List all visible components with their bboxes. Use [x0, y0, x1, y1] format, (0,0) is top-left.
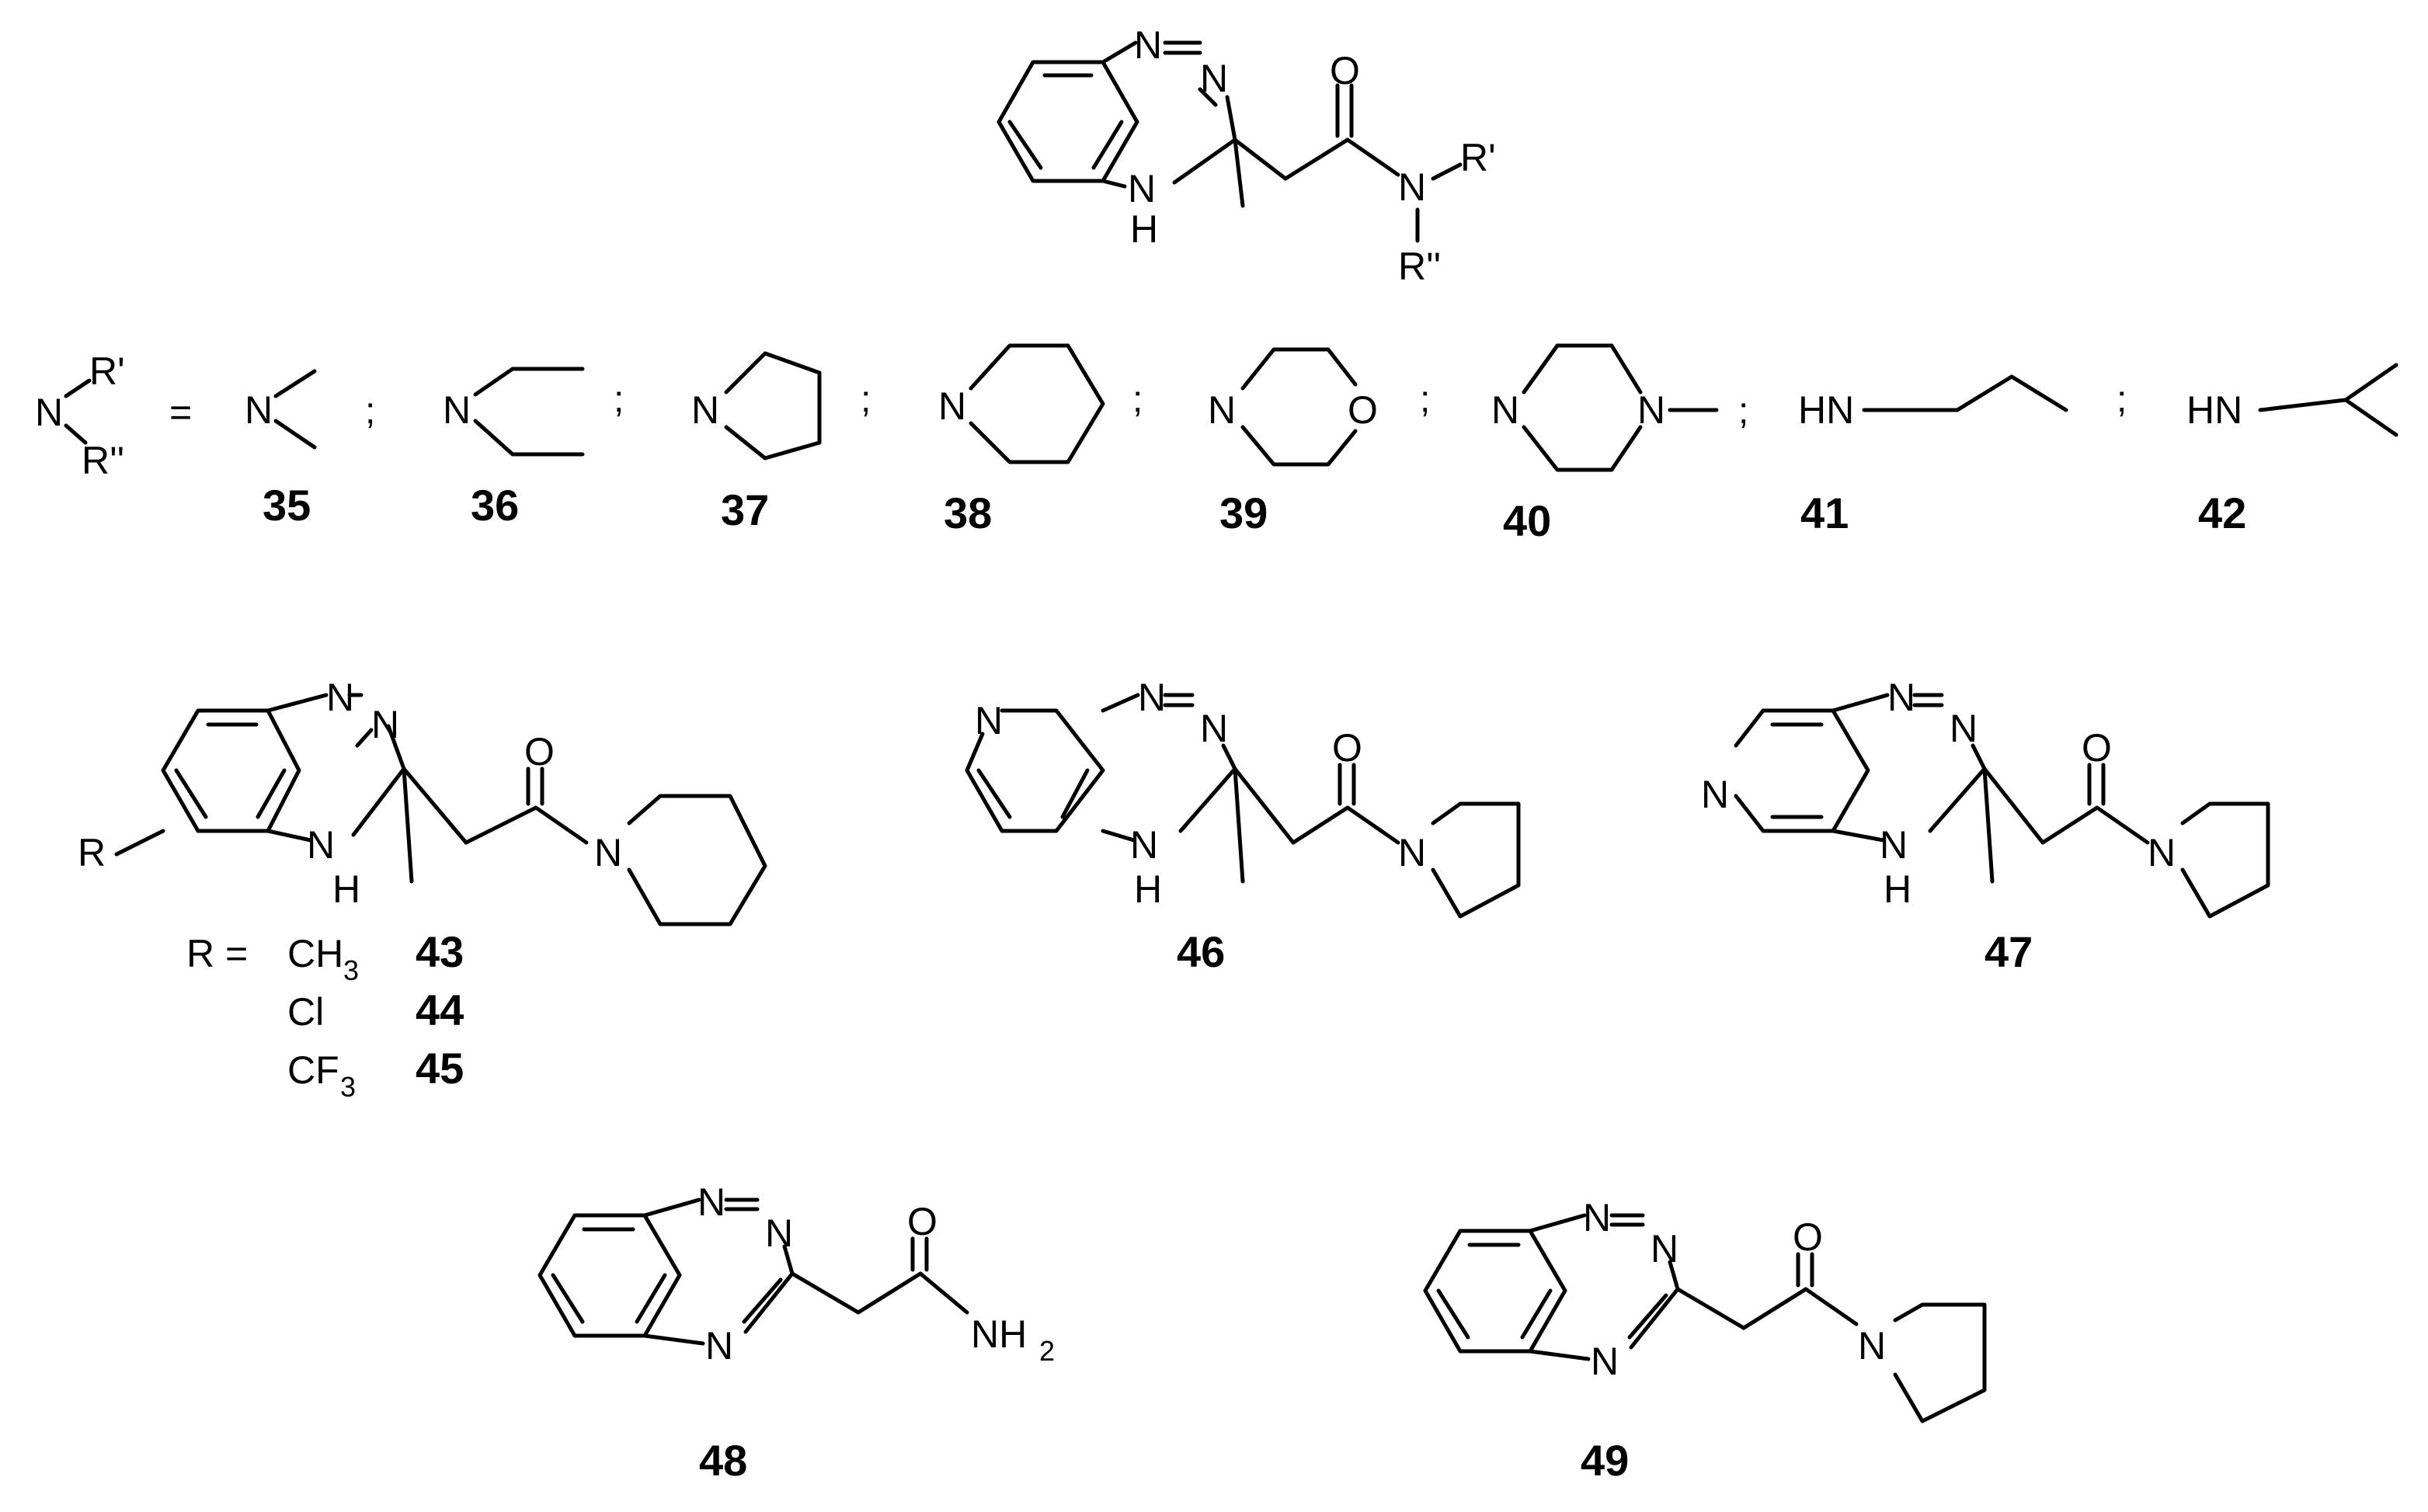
separator: ; [614, 379, 624, 420]
atom-n: N [691, 388, 719, 432]
atom-n: N [1858, 1324, 1886, 1368]
atom-o: O [2082, 726, 2112, 770]
nh2-text: NH [971, 1312, 1027, 1356]
compound-label-41: 41 [1800, 488, 1849, 537]
compound-label-40: 40 [1503, 496, 1551, 545]
atom-n: N [1398, 831, 1426, 874]
atom-n: N [1134, 23, 1162, 67]
r-double-prime-label: R'' [82, 439, 124, 482]
subscript-3: 3 [343, 954, 359, 986]
amine-38-piperidine: N ; 38 [938, 343, 1143, 537]
atom-hn: HN [1798, 388, 1854, 432]
amine-36-diethyl: N ; 36 [443, 367, 624, 530]
atom-h: H [332, 867, 360, 911]
atom-o: O [907, 1200, 937, 1243]
atom-n: N [765, 1211, 793, 1255]
atom-h: H [1130, 207, 1158, 251]
compound-label-44: 44 [416, 985, 464, 1034]
atom-n: N [1637, 388, 1665, 432]
atom-n: N [326, 676, 354, 719]
atom-n: N [1651, 1227, 1678, 1270]
cf-text: CF [287, 1048, 339, 1092]
separator: ; [365, 391, 375, 432]
compound-label-47: 47 [1984, 927, 2033, 976]
atom-n: N [1128, 167, 1156, 210]
general-scaffold: N N N H O N R' R'' [997, 23, 1496, 288]
atom-o: O [1793, 1215, 1823, 1259]
r-equals-label: R = [186, 932, 248, 975]
atom-n: N [443, 388, 471, 432]
atom-n: N [1591, 1340, 1619, 1383]
amine-42-isopropylamine: HN 42 [2186, 363, 2398, 537]
ch-text: CH [287, 932, 343, 975]
compound-label-43: 43 [416, 927, 464, 976]
atom-n: N [705, 1324, 733, 1368]
compound-label-37: 37 [721, 485, 769, 534]
atom-h: H [1884, 867, 1911, 911]
atom-hn: HN [2186, 388, 2242, 432]
compound-label-45: 45 [416, 1044, 464, 1093]
compound-49: N N N O N 49 [1423, 1196, 1987, 1485]
compound-48: N N N O NH 2 48 [537, 1180, 1055, 1485]
compound-label-35: 35 [263, 481, 311, 530]
r-double-prime-label: R'' [1398, 245, 1441, 288]
atom-n: N [371, 703, 399, 746]
compound-46: N N N N H O N 46 [965, 676, 1521, 976]
atom-n: N [307, 823, 335, 867]
atom-n: N [1887, 676, 1915, 719]
compound-label-46: 46 [1177, 927, 1225, 976]
r-prime-label: R' [1460, 136, 1496, 179]
compound-label-42: 42 [2198, 488, 2246, 537]
atom-n: N [938, 384, 966, 428]
atom-n: N [1701, 773, 1729, 816]
atom-n: N [1491, 388, 1519, 432]
atom-n: N [697, 1180, 725, 1224]
compound-47: N N N N H O N 47 [1701, 676, 2270, 976]
compound-label-38: 38 [944, 488, 992, 537]
atom-r: R [78, 831, 106, 874]
atom-o: O [1330, 49, 1360, 92]
compound-label-36: 36 [471, 481, 519, 530]
amine-41-propylamine: HN ; 41 [1798, 374, 2127, 537]
atom-n: N [594, 831, 622, 874]
cl-text: Cl [287, 990, 324, 1034]
atom-n: N [2148, 831, 2176, 874]
compound-label-48: 48 [699, 1436, 747, 1485]
r-prime-label: R' [89, 349, 125, 393]
atom-n: N [1880, 823, 1908, 867]
atom-o: O [1332, 726, 1362, 770]
atom-n: N [245, 388, 273, 432]
atom-o: O [1348, 388, 1378, 432]
atom-n: N [975, 699, 1003, 742]
atom-n: N [1200, 707, 1228, 750]
nrr-definition: N R' R'' = [35, 349, 192, 482]
amine-40-methylpiperazine: N N ; 40 [1491, 343, 1748, 545]
atom-n: N [1398, 165, 1426, 209]
amine-35-dimethyl: N ; 35 [245, 369, 375, 530]
atom-n: N [1200, 57, 1228, 100]
separator: ; [1420, 379, 1430, 420]
atom-n: N [1130, 823, 1158, 867]
equals-sign: = [169, 391, 192, 434]
atom-n: N [1208, 388, 1236, 432]
separator: ; [2117, 379, 2127, 420]
atom-n: N [1583, 1196, 1611, 1239]
atom-h: H [1134, 867, 1162, 911]
compound-label-49: 49 [1581, 1436, 1629, 1485]
subscript-3: 3 [340, 1071, 356, 1103]
atom-n: N [1950, 707, 1978, 750]
amine-39-morpholine: N O ; 39 [1208, 347, 1430, 537]
atom-n: N [1138, 676, 1166, 719]
compound-43-45: N N N H O N R R = CH 3 43 Cl 44 CF 3 45 [78, 676, 767, 1103]
amine-37-pyrrolidine: N ; 37 [691, 351, 871, 534]
separator: ; [861, 379, 871, 420]
atom-n: N [35, 391, 63, 434]
compound-label-39: 39 [1219, 488, 1268, 537]
atom-o: O [524, 730, 555, 773]
separator: ; [1132, 379, 1143, 420]
separator: ; [1738, 391, 1748, 432]
subscript-2: 2 [1039, 1335, 1055, 1367]
